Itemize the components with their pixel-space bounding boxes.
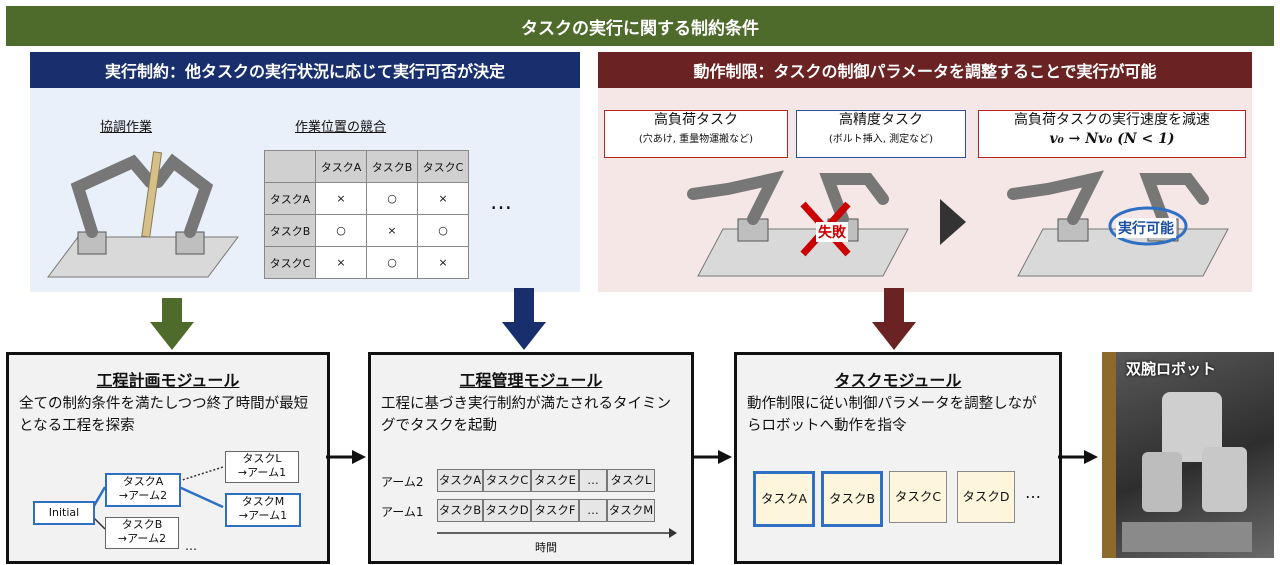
schedule-slot: タスクM: [607, 499, 655, 522]
task-note: タスクB: [821, 471, 883, 527]
left-ellipsis: …: [490, 190, 512, 215]
node-line: タスクA: [122, 475, 164, 488]
task-module-title: タスクモジュール: [834, 371, 962, 390]
robot-photo-shapes: [1102, 352, 1252, 558]
node-line: タスクM: [241, 495, 285, 508]
heavy-task-title: 高負荷タスク: [654, 112, 738, 128]
failure-scene-illustration: [687, 170, 909, 277]
table-col-header: タスクB: [366, 150, 418, 183]
cooperative-robots-illustration: [47, 151, 239, 278]
table-cell: ○: [366, 246, 418, 279]
table-cell: ×: [315, 246, 367, 279]
task-module: タスクモジュール 動作制限に従い制御パラメータを調整しながらロボットへ動作を指令…: [734, 352, 1062, 564]
right-arrow-icon: [326, 450, 366, 464]
down-arrow-icon: [872, 288, 916, 350]
motion-limit-title: 動作制限：タスクの制御パラメータを調整することで実行が可能: [598, 52, 1252, 88]
precise-task-callout: 高精度タスク (ボルト挿入, 測定など): [796, 110, 966, 158]
schedule-slot: タスクB: [437, 499, 483, 522]
success-label: 実行可能: [1116, 218, 1176, 238]
execution-constraint-title: 実行制約：他タスクの実行状況に応じて実行可否が決定: [30, 52, 580, 88]
plan-node-task-l: タスクL →アーム1: [225, 451, 299, 483]
table-corner: [264, 150, 316, 183]
table-col-header: タスクA: [315, 150, 367, 183]
robot-photo-label: 双腕ロボット: [1126, 360, 1217, 378]
table-row-header: タスクA: [264, 182, 316, 215]
heavy-task-sub: (穴あけ, 重量物運搬など): [638, 134, 754, 145]
precise-task-sub: (ボルト挿入, 測定など): [828, 134, 934, 145]
management-module-title: 工程管理モジュール: [459, 371, 603, 390]
right-arrow-icon: [940, 199, 966, 245]
schedule-slot: …: [579, 499, 607, 522]
task-note: タスクA: [753, 471, 815, 527]
planning-module-title: 工程計画モジュール: [96, 371, 240, 390]
table-cell: ×: [417, 182, 469, 215]
conflict-label: 作業位置の競合: [295, 120, 387, 135]
dual-arm-robot-photo: 双腕ロボット: [1102, 352, 1274, 558]
plan-initial-node: Initial: [33, 501, 95, 525]
task-more: …: [1025, 483, 1041, 502]
down-arrow-icon: [502, 288, 546, 350]
schedule-slot: タスクC: [483, 469, 531, 492]
planning-module: 工程計画モジュール 全ての制約条件を満たしつつ終了時間が最短となる工程を探索 I…: [6, 352, 330, 564]
schedule-slot: タスクF: [531, 499, 579, 522]
time-axis-arrow: [437, 528, 677, 538]
banner-title: タスクの実行に関する制約条件: [6, 6, 1274, 46]
reduce-speed-callout: 高負荷タスクの実行速度を減速 v₀ → Nv₀ (N < 1): [978, 110, 1246, 158]
table-row-header: タスクC: [264, 246, 316, 279]
conflict-table: タスクA タスクB タスクC タスクA × ○ × タスクB ○ × ○ タスク…: [264, 150, 469, 279]
table-cell: ○: [366, 182, 418, 215]
arm1-label: アーム1: [381, 505, 424, 519]
arm2-schedule: タスクA タスクC タスクE … タスクL: [437, 469, 655, 492]
table-cell: ×: [366, 214, 418, 247]
heavy-task-callout: 高負荷タスク (穴あけ, 重量物運搬など): [604, 110, 788, 158]
failure-label: 失敗: [816, 222, 848, 242]
node-line: →アーム2: [117, 532, 167, 545]
reduce-speed-title: 高負荷タスクの実行速度を減速: [1014, 112, 1210, 128]
management-module-desc: 工程に基づき実行制約が満たされるタイミングでタスクを起動: [381, 396, 671, 434]
right-arrow-icon: [1058, 450, 1098, 464]
success-scene-illustration: [1007, 170, 1229, 277]
arm2-label: アーム2: [381, 475, 424, 489]
schedule-slot: タスクL: [607, 469, 655, 492]
right-arrow-icon: [692, 450, 732, 464]
plan-node-task-a: タスクA →アーム2: [105, 473, 181, 507]
down-arrow-icon: [150, 298, 194, 350]
plan-node-task-m: タスクM →アーム1: [225, 493, 301, 527]
schedule-slot: …: [579, 469, 607, 492]
task-module-desc: 動作制限に従い制御パラメータを調整しながらロボットへ動作を指令: [747, 396, 1037, 434]
table-cell: ○: [315, 214, 367, 247]
plan-node-task-b: タスクB →アーム2: [105, 517, 179, 549]
motion-limit-panel: 動作制限：タスクの制御パラメータを調整することで実行が可能 高負荷タスク (穴あ…: [598, 52, 1252, 292]
schedule-slot: タスクD: [483, 499, 531, 522]
management-module: 工程管理モジュール 工程に基づき実行制約が満たされるタイミングでタスクを起動 ア…: [368, 352, 694, 564]
plan-dots: …: [185, 539, 197, 553]
precise-task-title: 高精度タスク: [839, 112, 923, 128]
table-cell: ○: [417, 214, 469, 247]
node-line: →アーム2: [118, 489, 168, 502]
node-line: タスクL: [242, 452, 282, 465]
table-col-header: タスクC: [417, 150, 469, 183]
table-cell: ×: [315, 182, 367, 215]
table-row-header: タスクB: [264, 214, 316, 247]
time-label: 時間: [535, 541, 557, 554]
schedule-slot: タスクE: [531, 469, 579, 492]
coop-label: 協調作業: [100, 120, 153, 135]
node-line: タスクB: [121, 518, 163, 531]
schedule-slot: タスクA: [437, 469, 483, 492]
task-note: タスクD: [957, 471, 1015, 523]
node-line: →アーム1: [237, 466, 287, 479]
execution-constraint-panel: 実行制約：他タスクの実行状況に応じて実行可否が決定 協調作業 作業位置の競合 タ…: [30, 52, 580, 292]
planning-module-desc: 全ての制約条件を満たしつつ終了時間が最短となる工程を探索: [19, 396, 309, 434]
speed-formula: v₀ → Nv₀ (N < 1): [1049, 131, 1175, 147]
task-note: タスクC: [889, 471, 947, 523]
table-cell: ×: [417, 246, 469, 279]
arm1-schedule: タスクB タスクD タスクF … タスクM: [437, 499, 655, 522]
node-line: →アーム1: [238, 509, 288, 522]
